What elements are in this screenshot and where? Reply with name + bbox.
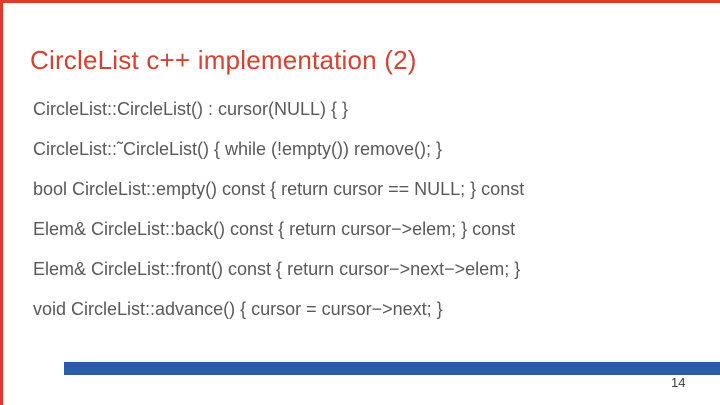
top-accent-line bbox=[0, 0, 720, 3]
code-line-empty: bool CircleList::empty() const { return … bbox=[33, 179, 525, 199]
page-number: 14 bbox=[671, 375, 686, 390]
bottom-accent-bar bbox=[64, 362, 720, 375]
code-line-advance: void CircleList::advance() { cursor = cu… bbox=[33, 299, 443, 319]
code-line-destructor: CircleList::˜CircleList() { while (!empt… bbox=[33, 139, 443, 159]
code-line-front: Elem& CircleList::front() const { return… bbox=[33, 259, 521, 279]
slide-title: CircleList c++ implementation (2) bbox=[30, 45, 417, 75]
left-accent-line bbox=[0, 0, 3, 405]
code-line-constructor: CircleList::CircleList() : cursor(NULL) … bbox=[33, 99, 349, 119]
code-line-back: Elem& CircleList::back() const { return … bbox=[33, 219, 516, 239]
code-block: CircleList::CircleList() : cursor(NULL) … bbox=[33, 100, 524, 340]
